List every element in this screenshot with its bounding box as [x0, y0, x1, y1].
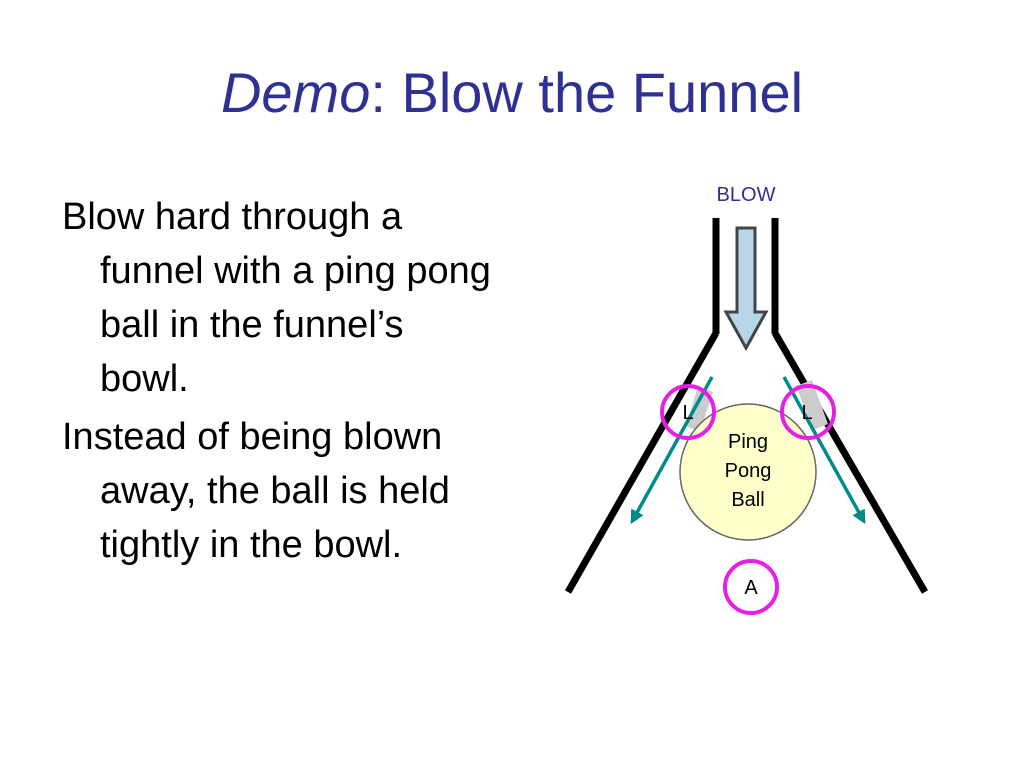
atmospheric-pressure-label: A	[744, 577, 758, 599]
ball-label-line: Ping	[728, 431, 768, 453]
blow-arrow	[723, 226, 769, 352]
shading-right	[796, 380, 828, 430]
atmospheric-pressure-marker	[723, 559, 779, 615]
blow-label: BLOW	[717, 184, 776, 206]
ball-label-line: Ball	[731, 489, 764, 511]
bullet-item: Instead of being blown away, the ball is…	[62, 416, 450, 566]
title-text: : Blow the Funnel	[370, 61, 804, 124]
low-pressure-label-right: L	[801, 402, 812, 424]
low-pressure-label-left: L	[682, 402, 693, 424]
low-pressure-marker-left	[660, 384, 716, 440]
slide-title: Demo: Blow the Funnel	[0, 62, 1024, 124]
bullet-item: Blow hard through a funnel with a ping p…	[62, 196, 491, 400]
low-pressure-marker-right	[780, 384, 836, 440]
title-emphasis: Demo	[220, 61, 371, 124]
bullet-list: Blow hard through a funnel with a ping p…	[62, 190, 492, 576]
ball-label-line: Pong	[725, 460, 772, 482]
airflow-arrow-left	[630, 376, 714, 525]
funnel-wall-right	[771, 331, 929, 594]
shading-left	[686, 386, 713, 432]
airflow-arrow-right	[782, 376, 866, 525]
funnel-wall-left	[564, 331, 720, 594]
ping-pong-ball	[679, 403, 817, 541]
